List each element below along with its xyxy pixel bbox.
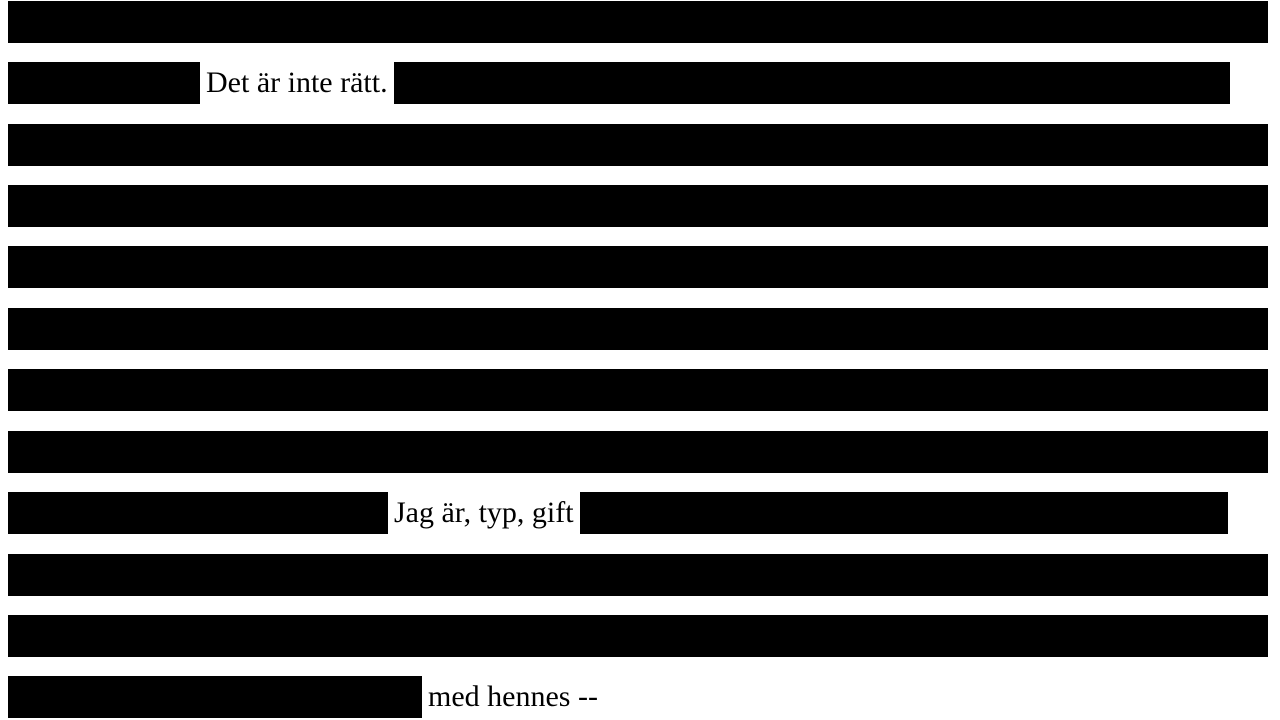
document-line-12: med hennes -- bbox=[8, 676, 604, 718]
document-line-4 bbox=[8, 185, 1268, 227]
visible-text-line: Det är inte rätt. bbox=[206, 66, 388, 99]
redaction-bar bbox=[8, 124, 1268, 166]
redaction-bar bbox=[8, 554, 1268, 596]
redaction-bar bbox=[8, 676, 422, 718]
visible-text-line: med hennes -- bbox=[428, 680, 598, 713]
redaction-bar bbox=[8, 1, 1268, 43]
redaction-bar bbox=[8, 492, 388, 534]
redaction-bar bbox=[8, 431, 1268, 473]
document-line-10 bbox=[8, 554, 1268, 596]
document-line-1 bbox=[8, 1, 1268, 43]
redaction-bar bbox=[8, 308, 1268, 350]
redaction-bar bbox=[8, 185, 1268, 227]
redaction-bar bbox=[393, 62, 1230, 104]
redaction-bar bbox=[8, 246, 1268, 288]
document-line-5 bbox=[8, 246, 1268, 288]
redaction-bar bbox=[8, 369, 1268, 411]
redaction-bar bbox=[8, 615, 1268, 657]
document-line-8 bbox=[8, 431, 1268, 473]
document-line-9: Jag är, typ, gift bbox=[8, 492, 1228, 534]
redaction-bar bbox=[579, 492, 1228, 534]
document-line-3 bbox=[8, 124, 1268, 166]
visible-text-line: Jag är, typ, gift bbox=[394, 496, 574, 529]
redaction-bar bbox=[8, 62, 200, 104]
document-line-7 bbox=[8, 369, 1268, 411]
document-line-6 bbox=[8, 308, 1268, 350]
document-line-2: Det är inte rätt. bbox=[8, 62, 1230, 104]
document-line-11 bbox=[8, 615, 1268, 657]
